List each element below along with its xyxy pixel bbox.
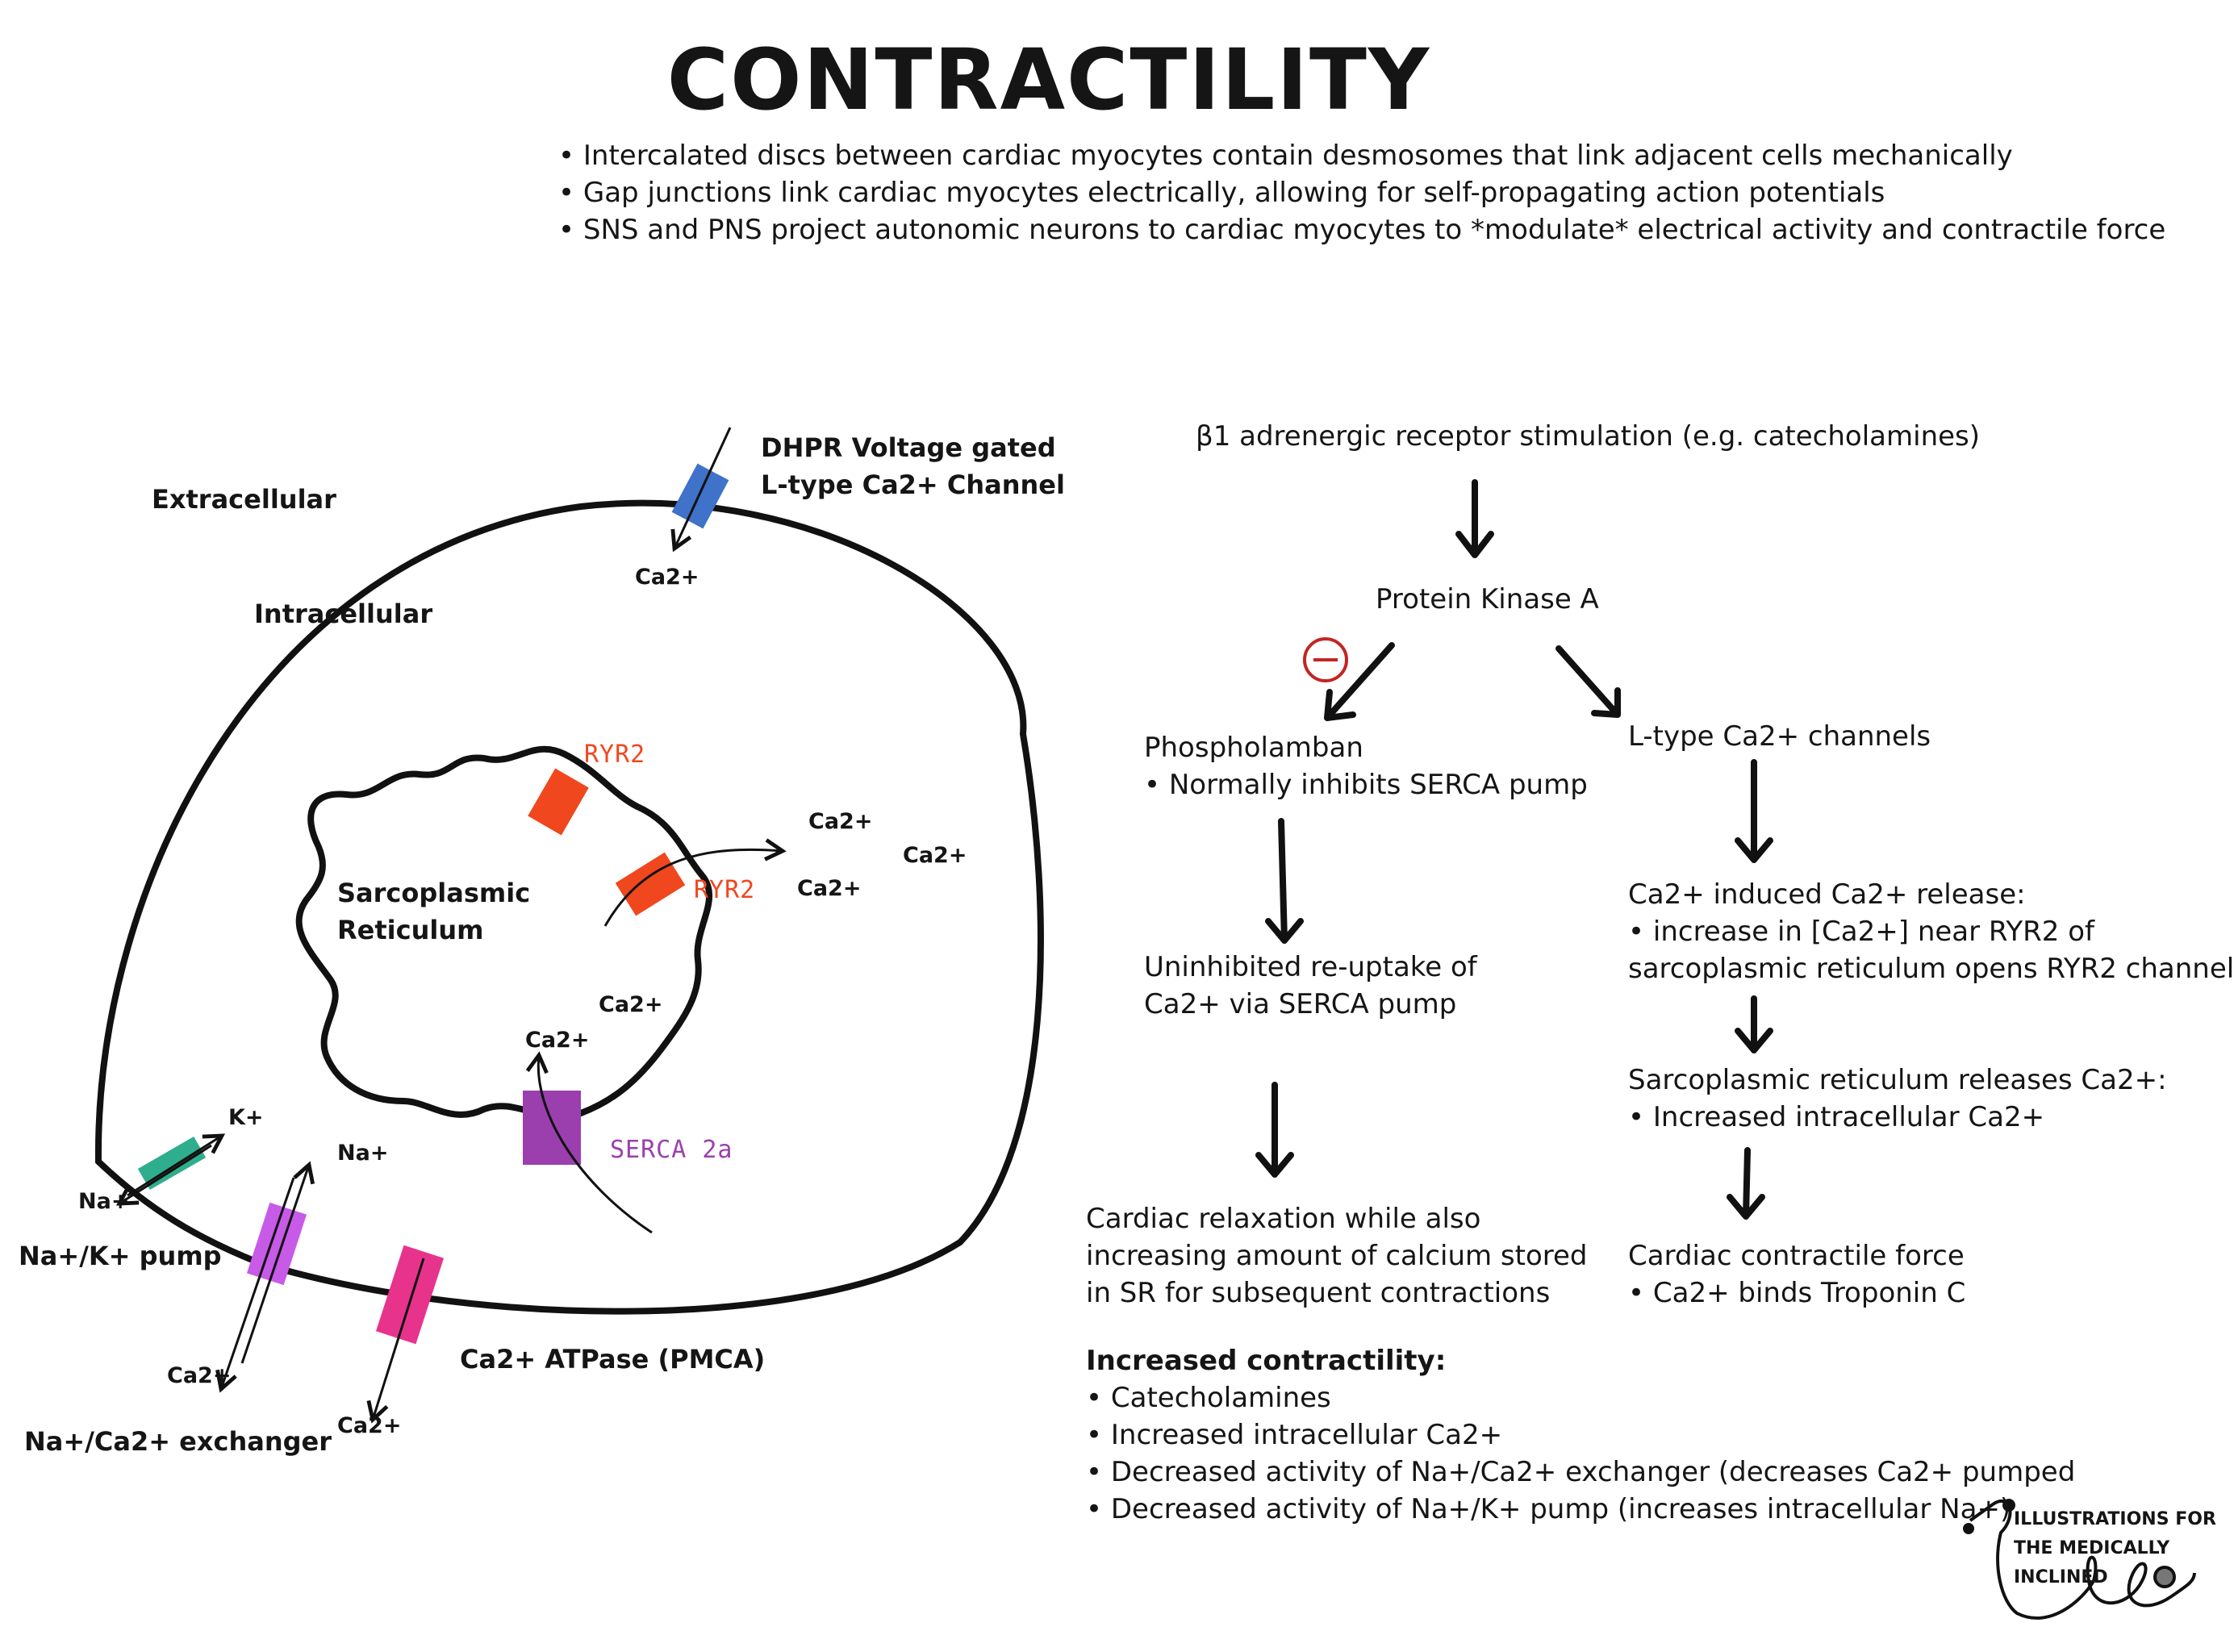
- sr-label: Sarcoplasmic Reticulum: [337, 878, 531, 945]
- nak-k-label: K+: [228, 1105, 264, 1130]
- ryr2-top-label: RYR2: [584, 740, 646, 769]
- cicr-box: Ca2+ induced Ca2+ release: • increase in…: [1628, 878, 2234, 985]
- arrow-phospholamban-to-uptake: [1265, 818, 1304, 944]
- nca-exchanger-icon: [246, 1202, 307, 1286]
- arrow-ltype-to-cicr: [1735, 759, 1773, 863]
- dhpr-label: DHPR Voltage gated L-type Ca2+ Channel: [761, 432, 1065, 500]
- intro-bullet-1: • Intercalated discs between cardiac myo…: [558, 140, 2013, 172]
- nca-ca-label: Ca2+: [167, 1363, 232, 1388]
- pmca-icon: [375, 1245, 445, 1345]
- arrow-cicr-to-sr-release: [1735, 995, 1773, 1053]
- serca-pump-icon: [523, 1091, 581, 1165]
- nca-na-label: Na+: [337, 1141, 389, 1166]
- serca-uptake-box: Uninhibited re-uptake of Ca2+ via SERCA …: [1144, 951, 1477, 1020]
- ca-label-3: Ca2+: [797, 876, 862, 901]
- sarcoplasmic-reticulum-membrane: [295, 745, 713, 1120]
- relaxation-box: Cardiac relaxation while also increasing…: [1086, 1203, 1588, 1309]
- dhpr-channel-icon: [671, 463, 729, 529]
- ryr2-right-label: RYR2: [694, 876, 756, 904]
- nak-k-arrow: [127, 1133, 226, 1197]
- serca-label: SERCA 2a: [610, 1136, 733, 1164]
- nca-na-arrow: [240, 1161, 315, 1364]
- stethoscope-logo-icon: [1963, 1499, 2196, 1620]
- arrow-pka-to-phospholamban: [1324, 642, 1395, 721]
- inhibition-icon: [1303, 637, 1348, 682]
- sr-release-box: Sarcoplasmic reticulum releases Ca2+: • …: [1628, 1064, 2167, 1133]
- increased-contractility-title: Increased contractility:: [1086, 1345, 1447, 1377]
- ryr2-channel-right-icon: [615, 852, 686, 916]
- arrow-pka-to-ltype: [1555, 645, 1621, 718]
- dhpr-ca-influx-arrow: [670, 427, 732, 553]
- dhpr-ca-label: Ca2+: [635, 565, 699, 590]
- increased-contractility-item: • Decreased activity of Na+/Ca2+ exchang…: [1086, 1456, 2076, 1488]
- pmca-label: Ca2+ ATPase (PMCA): [460, 1344, 766, 1375]
- cell-membrane: [94, 499, 1044, 1315]
- intro-bullets: • Intercalated discs between cardiac myo…: [558, 137, 2165, 248]
- ca-label-4: Ca2+: [599, 992, 663, 1017]
- nca-exchanger-label: Na+/Ca2+ exchanger: [24, 1426, 332, 1457]
- pka-text: Protein Kinase A: [1376, 583, 1599, 615]
- logo-text: ILLUSTRATIONS FOR THE MEDICALLY INCLINED: [2014, 1509, 2216, 1587]
- phospholamban-box: Phospholamban • Normally inhibits SERCA …: [1144, 732, 1588, 801]
- ca-label-2: Ca2+: [903, 843, 967, 868]
- arrow-uptake-to-relaxation: [1255, 1082, 1294, 1178]
- intro-bullet-2: • Gap junctions link cardiac myocytes el…: [558, 177, 1885, 209]
- increased-contractility-item: • Decreased activity of Na+/K+ pump (inc…: [1086, 1493, 2011, 1525]
- pmca-ca-label: Ca2+: [337, 1413, 402, 1438]
- beta1-stimulation-text: β1 adrenergic receptor stimulation (e.g.…: [1196, 420, 1981, 453]
- contractile-force-box: Cardiac contractile force • Ca2+ binds T…: [1628, 1240, 1966, 1309]
- ryr2-ca-release-arrow: [603, 838, 787, 927]
- serca-ca-label: Ca2+: [525, 1028, 590, 1053]
- ltype-channels-text: L-type Ca2+ channels: [1628, 720, 1931, 753]
- arrow-sr-release-to-force: [1727, 1147, 1765, 1220]
- increased-contractility-item: • Increased intracellular Ca2+: [1086, 1419, 1503, 1451]
- nak-pump-label: Na+/K+ pump: [19, 1241, 222, 1271]
- increased-contractility-item: • Catecholamines: [1086, 1382, 1331, 1414]
- arrow-beta1-to-pka: [1455, 479, 1494, 558]
- ryr2-channel-top-icon: [528, 768, 589, 836]
- nak-na-arrow: [115, 1144, 212, 1206]
- extracellular-label: Extracellular: [152, 484, 336, 515]
- page-title: CONTRACTILITY: [666, 31, 1431, 129]
- pmca-ca-arrow: [366, 1258, 425, 1424]
- nca-ca-arrow: [215, 1177, 295, 1393]
- intracellular-label: Intracellular: [254, 599, 433, 629]
- intro-bullet-3: • SNS and PNS project autonomic neurons …: [558, 214, 2166, 246]
- ca-label-1: Ca2+: [808, 809, 873, 834]
- nak-pump-icon: [137, 1137, 207, 1190]
- increased-contractility-box: Increased contractility: • Catecholamine…: [1086, 1342, 2075, 1528]
- serca-ca-uptake-arrow: [525, 1051, 653, 1234]
- nak-na-label: Na+: [78, 1189, 130, 1214]
